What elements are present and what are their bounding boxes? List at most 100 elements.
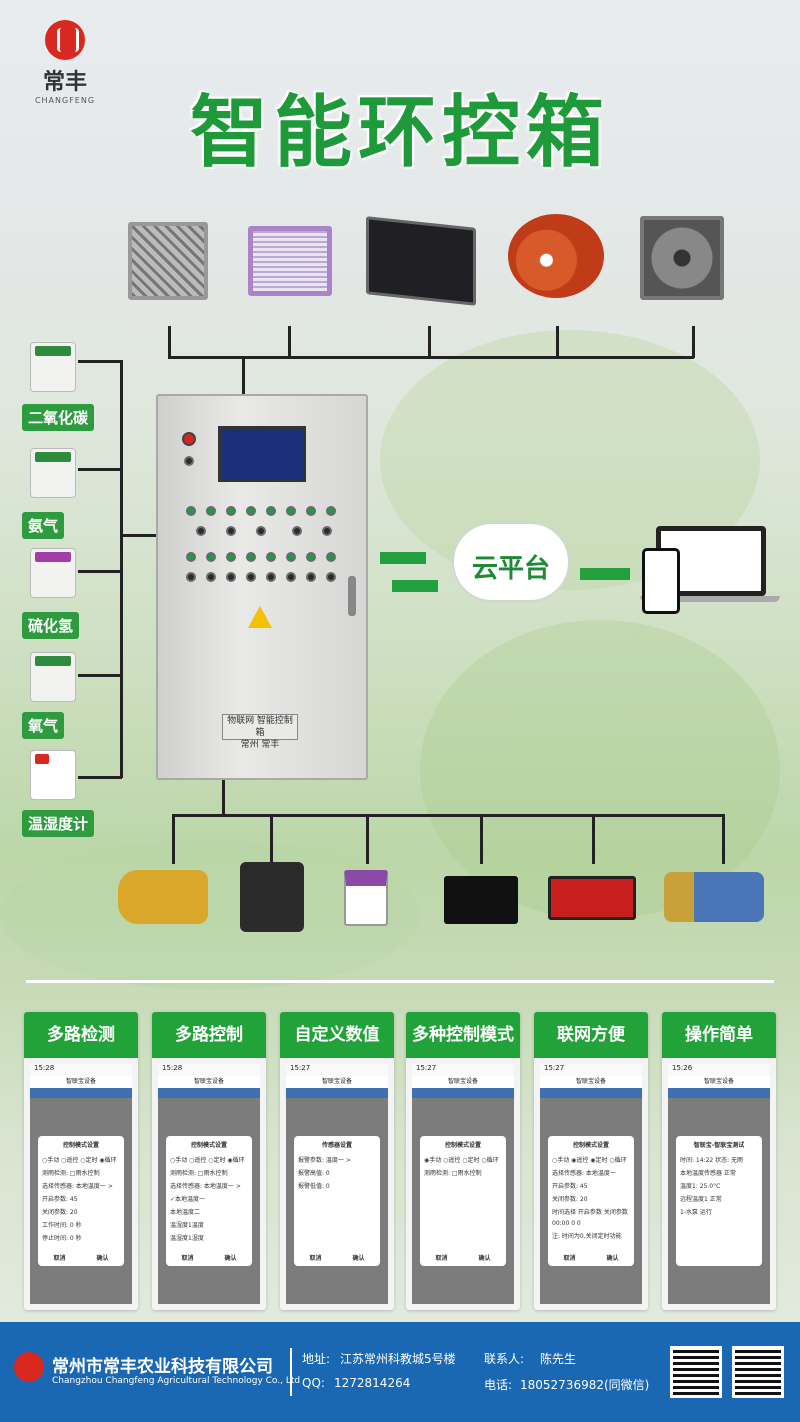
dialog-row[interactable]: 开启参数: 45 [42,1196,78,1203]
nameplate-line: 物联网 智能控制箱 [227,716,293,738]
company-name-en: Changzhou Changfeng Agricultural Technol… [52,1376,301,1386]
dialog-row[interactable]: ○手动 ◉遥控 ◉定时 ○循环 [552,1157,627,1164]
dialog-row[interactable]: 远程温度1 正常 [680,1196,722,1203]
connector-line [692,326,695,358]
dialog-row[interactable]: 温湿度1温度 [170,1222,204,1229]
app-header-bar [286,1088,388,1098]
dialog-row[interactable]: 注: 时间为0,关闭定时功能 [552,1233,622,1240]
dialog-row[interactable]: ○手动 ○遥控 ○定时 ◉循环 [170,1157,245,1164]
confirm-button[interactable]: 确认 [478,1255,491,1262]
connector-line [242,356,245,396]
laptop-base [640,596,780,602]
sensor-label-ammonia: 氨气 [22,512,65,539]
status-time: 15:27 [286,1064,388,1076]
feature-title: 多路控制 [152,1012,266,1058]
cancel-button[interactable]: 取消 [435,1255,448,1262]
cloud-platform: 云平台 [452,522,570,602]
connector-line [366,814,369,864]
confirm-button[interactable]: 确认 [96,1255,109,1262]
dialog-row[interactable]: 关闭参数: 20 [552,1196,588,1203]
connector-line [168,326,171,358]
app-title: 智联宝设备 [30,1076,132,1088]
app-header-bar [30,1088,132,1098]
dialog-row[interactable]: 工作时间: 0 秒 [42,1222,82,1229]
dialog-row[interactable]: 时间选择 开启参数 关闭参数 [552,1209,628,1216]
status-time: 15:28 [30,1064,132,1076]
dialog-title: 智联宝-智联宝测试 [693,1142,745,1149]
sensor-label-co2: 二氧化碳 [22,404,95,431]
dialog-row[interactable]: 开启参数: 45 [552,1183,588,1190]
address: 江苏常州科教城5号楼 [340,1352,456,1366]
dialog-row[interactable]: 温度1: 25.0°C [680,1183,721,1190]
app-title: 智联宝设备 [286,1076,388,1088]
cancel-button[interactable]: 取消 [53,1255,66,1262]
dialog-row[interactable]: 选择传感器: 本地温度一 [552,1170,616,1177]
confirm-button[interactable]: 确认 [606,1255,619,1262]
connector-line [592,814,595,864]
dialog-row[interactable]: 选择传感器: 本地温度一 > [42,1183,113,1190]
dialog-row[interactable]: 测雨检测: □雨水控制 [42,1170,100,1177]
dialog-row[interactable]: 温湿度1湿度 [170,1235,204,1242]
dialog-row[interactable]: 报警参数: 温度一 > [298,1157,351,1164]
cancel-button[interactable]: 取消 [563,1255,576,1262]
app-title: 智联宝设备 [668,1076,770,1088]
confirm-button[interactable]: 确认 [352,1255,365,1262]
settings-dialog: 控制模式设置○手动 ○遥控 ○定时 ◉循环测雨检测: □雨水控制选择传感器: 本… [166,1136,252,1266]
cancel-button[interactable]: 取消 [309,1255,322,1262]
section-divider [26,980,774,983]
dialog-row[interactable]: 选择传感器: 本地温度一 > [170,1183,241,1190]
dialog-row[interactable]: ○手动 ○遥控 ○定时 ◉循环 [42,1157,117,1164]
h2s-sensor-image [30,548,76,598]
door-handle-icon [348,576,356,616]
settings-dialog: 控制模式设置○手动 ○遥控 ○定时 ◉循环测雨检测: □雨水控制选择传感器: 本… [38,1136,124,1266]
qr-code-image[interactable] [670,1346,722,1398]
qr-code-image[interactable] [732,1346,784,1398]
connector-line [428,326,431,358]
brand-logo: 常丰 CHANGFENG [30,20,100,110]
dialog-row[interactable]: 报警低值: 0 [298,1183,330,1190]
dialog-row[interactable]: 1-水泵 运行 [680,1209,712,1216]
connector-line [480,814,483,864]
status-time: 15:27 [412,1064,514,1076]
knob-icon [184,456,194,466]
dialog-row[interactable]: ◉手动 ○遥控 ○定时 ○循环 [424,1157,499,1164]
dialog-row[interactable]: 时间: 14:22 状态: 无雨 [680,1157,744,1164]
cabinet-nameplate: 物联网 智能控制箱 常州 常丰 [222,714,298,750]
feature-title: 联网方便 [534,1012,648,1058]
dialog-title: 控制模式设置 [444,1142,481,1149]
connector-line [78,776,122,779]
phone: 18052736982(同微信) [520,1378,650,1392]
sensor-label-h2s: 硫化氢 [22,612,80,639]
dialog-row[interactable]: 本地温度传感器 正常 [680,1170,736,1177]
cancel-button[interactable]: 取消 [181,1255,194,1262]
connector-line [288,326,291,358]
emergency-stop-icon [182,432,196,446]
dialog-row[interactable]: 测雨检测: □雨水控制 [424,1170,482,1177]
control-cabinet-image: 物联网 智能控制箱 常州 常丰 [156,394,368,780]
app-title: 智联宝设备 [158,1076,260,1088]
axial-fan-image [508,214,604,298]
dialog-row[interactable]: 00:00 0 0 [552,1220,581,1227]
dialog-row[interactable]: 停止时间: 0 秒 [42,1235,82,1242]
page-title: 智能环控箱 [189,88,610,178]
phone-image [642,548,680,614]
dialog-row[interactable]: 报警高值: 0 [298,1170,330,1177]
valve-image [240,862,304,932]
dialog-row[interactable]: 测雨检测: □雨水控制 [170,1170,228,1177]
led-display-image [548,876,636,920]
status-time: 15:26 [668,1064,770,1076]
dialog-row[interactable]: 本地温度二 [170,1209,201,1216]
footer-divider [290,1348,292,1396]
dialog-row[interactable]: 关闭参数: 20 [42,1209,78,1216]
dialog-row[interactable]: ✓本地温度一 [170,1196,206,1203]
app-header-bar [540,1088,642,1098]
arrow-left-icon [392,580,438,592]
confirm-button[interactable]: 确认 [224,1255,237,1262]
